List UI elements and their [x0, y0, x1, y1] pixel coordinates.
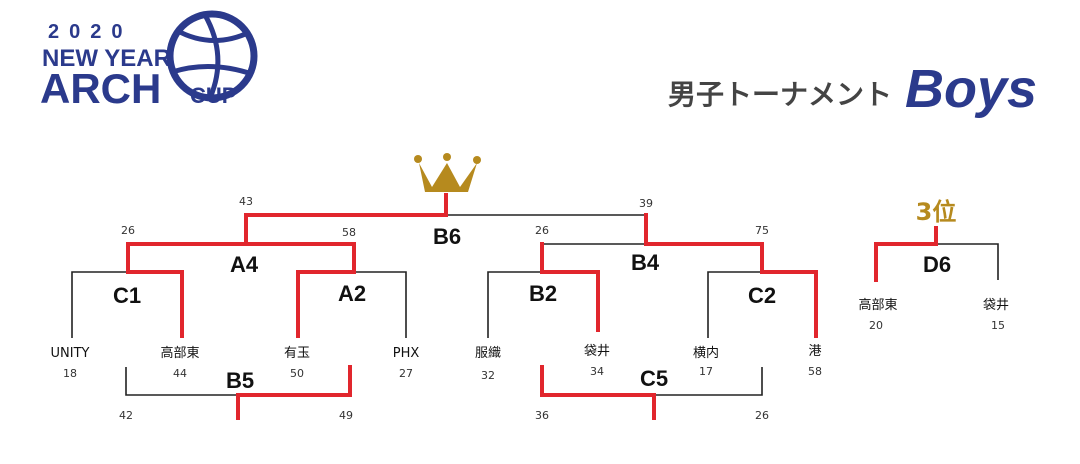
final-right-score: 39 [639, 197, 653, 210]
semi-b4-code: B4 [631, 250, 660, 275]
team-score: 17 [699, 365, 713, 378]
play-in-c5-right-score: 26 [755, 409, 769, 422]
semi-b4-right-score: 75 [755, 224, 769, 237]
team-name: 袋井 [983, 298, 1009, 313]
team-name: 高部東 [160, 345, 199, 361]
team-score: 20 [869, 319, 883, 332]
logo-year: 2020 [48, 21, 133, 43]
play-in-c5-code: C5 [640, 366, 668, 391]
team-score: 50 [290, 367, 304, 380]
semi-a4-code: A4 [230, 252, 259, 277]
logo-arch: ARCH [40, 65, 161, 112]
team-name: UNITY [51, 346, 90, 361]
team-name: 有玉 [284, 346, 310, 361]
title-japanese: 男子トーナメント [668, 78, 892, 111]
semi-a4-right-score: 58 [342, 226, 356, 239]
logo-new-year: NEW YEAR [42, 45, 171, 72]
play-in-b5-left-score: 42 [119, 409, 133, 422]
team-name: 高部東 [858, 297, 897, 313]
final-left-score: 43 [239, 195, 253, 208]
team-score: 44 [173, 367, 187, 380]
third-place-code: D6 [923, 252, 951, 277]
team-score: 18 [63, 367, 77, 380]
third-place-label: 3位 [916, 198, 957, 226]
crown-icon [414, 153, 481, 192]
team-name: 港 [808, 344, 821, 359]
semi-b4-left-score: 26 [535, 224, 549, 237]
title-boys: Boys [905, 59, 1037, 119]
winner-paths [126, 193, 938, 420]
semi-a4-left-score: 26 [121, 224, 135, 237]
play-in-b5-right-score: 49 [339, 409, 353, 422]
play-in-b5-code: B5 [226, 368, 254, 393]
quarter-b2-code: B2 [529, 281, 557, 306]
quarter-a2-code: A2 [338, 281, 366, 306]
team-name: 服織 [475, 346, 501, 361]
quarter-c2-code: C2 [748, 283, 776, 308]
quarter-c1-code: C1 [113, 283, 141, 308]
team-score: 32 [481, 369, 495, 382]
team-score: 15 [991, 319, 1005, 332]
final-code: B6 [433, 224, 461, 249]
team-score: 27 [399, 367, 413, 380]
team-name: 袋井 [584, 344, 610, 359]
logo-cup: CUP [190, 83, 236, 108]
event-logo: 2020 NEW YEAR ARCH CUP [40, 10, 258, 112]
team-score: 58 [808, 365, 822, 378]
basketball-icon [166, 10, 258, 102]
team-name: PHX [393, 346, 420, 361]
team-name: 横内 [693, 345, 719, 361]
play-in-c5-left-score: 36 [535, 409, 549, 422]
team-score: 34 [590, 365, 604, 378]
